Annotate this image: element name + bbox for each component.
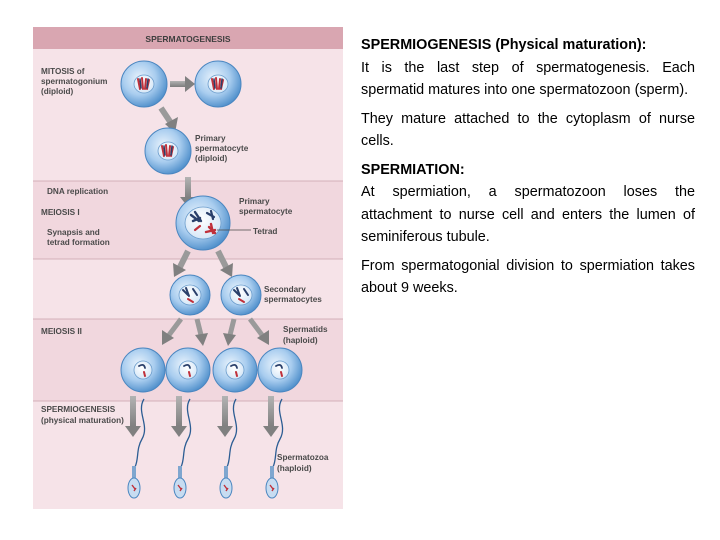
spermiogenesis-description: It is the last step of spermatogenesis. … [361,59,695,99]
spermiation-heading: SPERMIATION: [361,161,465,178]
label-spermatogonium: spermatogonium [41,77,107,86]
label-spermiogenesis: SPERMIOGENESIS [41,405,116,414]
spermatozoon [127,398,146,499]
nurse-cells-paragraph: They mature attached to the cytoplasm of… [361,110,695,150]
spermatid-cell [120,347,166,393]
label-mitosis: MITOSIS of [41,67,85,76]
band-spermiogenesis [33,401,343,509]
spermatid-cell [212,347,258,393]
spermatid-cell [257,347,303,393]
label-spermatozoa-haploid: (haploid) [277,464,312,473]
secondary-spermatocyte-cell [220,274,262,316]
label-spermatocyte-a: spermatocyte [195,144,249,153]
label-spermatozoa: Spermatozoa [277,453,329,462]
label-dna-replication: DNA replication [47,187,108,196]
spermiogenesis-heading: SPERMIOGENESIS (Physical maturation): [361,37,647,53]
label-spermatids-haploid: (haploid) [283,336,318,345]
diagram-title: SPERMATOGENESIS [145,34,231,44]
label-secondary-spermatocytes: spermatocytes [264,295,322,304]
spermatogonium-daughter-cell [194,60,242,108]
duration-paragraph: From spermatogonial division to spermiat… [361,257,695,297]
spermatogonium-cell [120,60,168,108]
spermatogenesis-diagram: SPERMATOGENESIS MITOSIS of spermatogoniu… [33,27,343,509]
spermiation-description: At spermiation, a spermatozoon loses the… [361,184,695,245]
label-meiosis-1: MEIOSIS I [41,208,80,217]
spermatozoon [219,398,238,499]
spermatid-cell [165,347,211,393]
spermatozoon [173,398,192,499]
label-tetrad: Tetrad [253,227,277,236]
label-primary-a: Primary [195,134,226,143]
label-physical-maturation: (physical maturation) [41,416,124,425]
mitosis-arrow [170,76,195,92]
label-spermatids: Spermatids [283,325,328,334]
label-meiosis-2: MEIOSIS II [41,327,82,336]
tetrad-spermatocyte-cell [175,195,231,251]
label-synapsis: Synapsis and [47,228,100,237]
arrows-to-spermatids [162,317,269,346]
title-bar [33,27,343,49]
spermatozoon [265,398,284,499]
label-primary-b: Primary [239,197,270,206]
secondary-spermatocyte-cell [169,274,211,316]
primary-spermatocyte-cell [144,127,192,175]
label-diploid-a: (diploid) [195,154,228,163]
description-panel: SPERMIOGENESIS (Physical maturation): It… [361,34,695,306]
label-secondary: Secondary [264,285,306,294]
label-tetrad-formation: tetrad formation [47,238,110,247]
arrows-to-secondary [173,249,233,277]
label-spermatocyte-b: spermatocyte [239,207,293,216]
label-diploid: (diploid) [41,87,74,96]
